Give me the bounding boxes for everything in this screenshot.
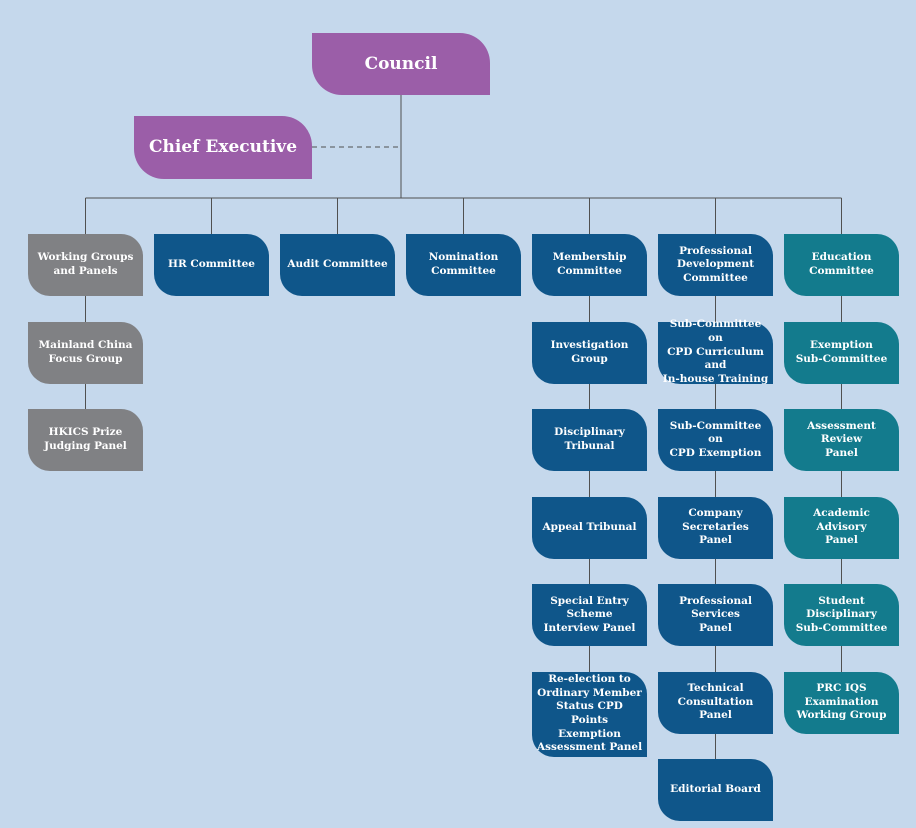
- sub-committee-box: Professional Services Panel: [658, 584, 773, 646]
- sub-committee-box: Sub-Committee on CPD Exemption: [658, 409, 773, 471]
- committee-box: Audit Committee: [280, 234, 395, 296]
- committee-box: Education Committee: [784, 234, 899, 296]
- committee-box: Membership Committee: [532, 234, 647, 296]
- sub-committee-box: Editorial Board: [658, 759, 773, 821]
- sub-committee-box: Appeal Tribunal: [532, 496, 647, 559]
- sub-committee-box: Technical Consultation Panel: [658, 671, 773, 734]
- sub-committee-box: Investigation Group: [532, 321, 647, 384]
- sub-committee-box: Re-election to Ordinary Member Status CP…: [532, 671, 647, 757]
- sub-committee-box: PRC IQS Examination Working Group: [784, 671, 899, 734]
- sub-committee-box: Academic Advisory Panel: [784, 496, 899, 559]
- sub-committee-box: Company Secretaries Panel: [658, 496, 773, 559]
- sub-committee-box: Student Disciplinary Sub-Committee: [784, 584, 899, 646]
- committee-box: Working Groups and Panels: [28, 234, 143, 296]
- sub-committee-box: Exemption Sub-Committee: [784, 321, 899, 384]
- sub-committee-box: Special Entry Scheme Interview Panel: [532, 584, 647, 646]
- sub-committee-box: Assessment Review Panel: [784, 409, 899, 471]
- sub-committee-box: Disciplinary Tribunal: [532, 409, 647, 471]
- sub-committee-box: Sub-Committee on CPD Curriculum and In-h…: [658, 318, 773, 385]
- committee-box: Nomination Committee: [406, 234, 521, 296]
- chief-executive-box: Chief Executive: [134, 116, 312, 179]
- committee-box: Professional Development Committee: [658, 234, 773, 296]
- council-box: Council: [312, 33, 490, 95]
- sub-committee-box: Mainland China Focus Group: [28, 321, 143, 384]
- committee-box: HR Committee: [154, 234, 269, 296]
- sub-committee-box: HKICS Prize Judging Panel: [28, 409, 143, 471]
